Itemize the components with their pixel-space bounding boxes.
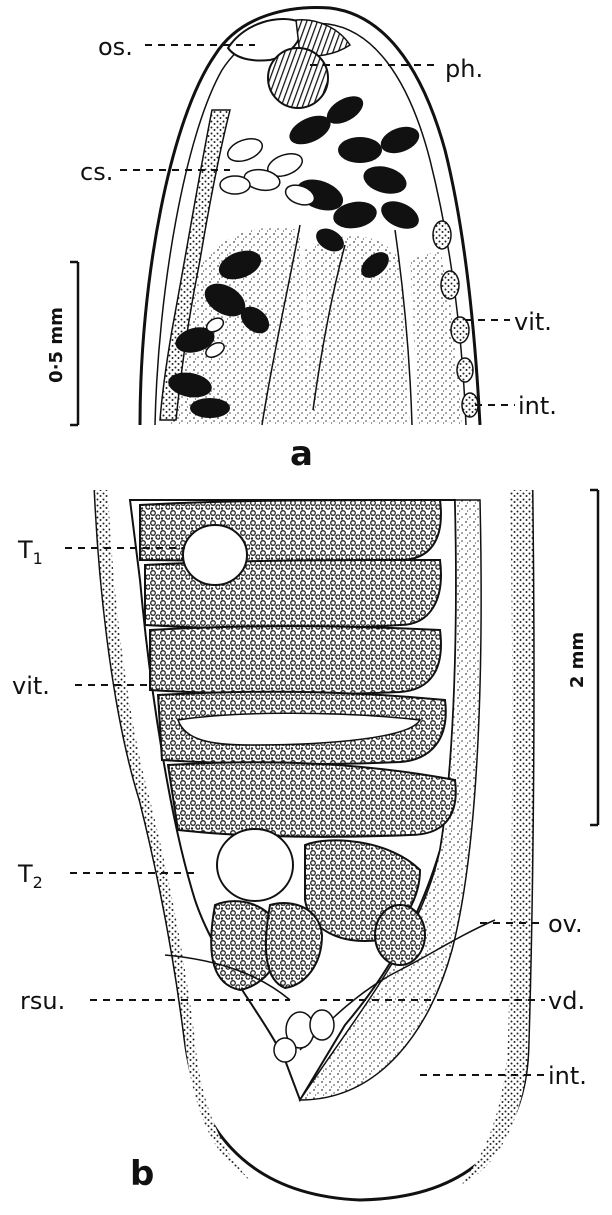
fig-b-label-t1: T1 [17,536,43,568]
fig-a-label-os: os. [98,33,133,61]
fig-a-scale-label: 0·5 mm [46,307,67,383]
fig-a-panel-label: a [290,434,313,474]
fig-b-label-t1-sub: 1 [33,549,43,568]
fig-a-label-vit: vit. [514,308,552,336]
fig-b-label-vd: vd. [548,987,585,1015]
figure-a: 0·5 mm os. ph. cs. vit. int. a [46,8,557,474]
fig-b-panel-label: b [130,1154,154,1194]
fig-b-label-rsu: rsu. [20,987,65,1015]
fig-b-scale-bar: 2 mm [567,490,598,825]
fig-b-ovary [375,905,425,965]
fig-b-label-vit: vit. [12,672,50,700]
fig-b-testis-2 [217,829,293,901]
fig-a-scale-bar: 0·5 mm [46,262,78,425]
fig-a-pharynx [268,48,328,108]
fig-a-stipple-center [305,236,410,425]
fig-b-testis-1 [183,525,247,585]
figure-b: 2 mm T1 vit. T2 ov. rsu. vd. int. b [12,490,598,1200]
fig-a-label-cs: cs. [80,158,113,186]
fig-a-label-int: int. [518,392,557,420]
fig-b-label-ov: ov. [548,910,583,938]
fig-b-label-int: int. [548,1062,587,1090]
fig-b-scale-label: 2 mm [567,632,588,688]
fig-b-label-t2-sub: 2 [33,873,43,892]
fig-b-label-t2: T2 [17,860,43,892]
fig-a-label-ph: ph. [445,55,483,83]
